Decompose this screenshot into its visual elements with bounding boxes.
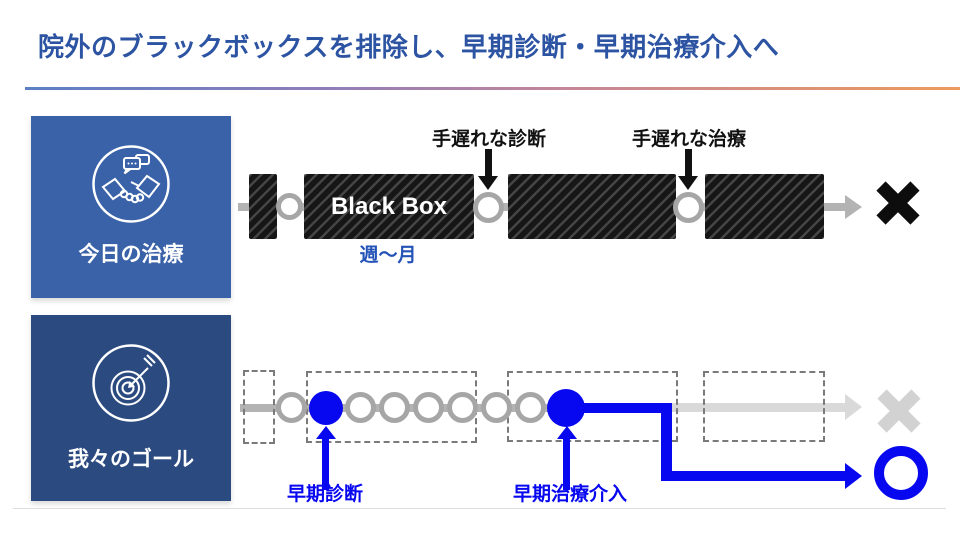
row1-blackbox-segment-1	[249, 174, 277, 239]
late-diagnosis-label: 手遅れな診断	[431, 129, 546, 150]
blue-path-horizontal-2	[661, 471, 845, 481]
late-diagnosis-arrowhead-icon	[478, 176, 498, 190]
row1-node-late-diagnosis	[473, 192, 504, 223]
late-treatment-arrow	[685, 149, 692, 177]
x-mark-gray-icon	[873, 385, 925, 442]
panel-goal-label: 我々のゴール	[68, 448, 194, 471]
row1-arrowhead-icon	[845, 195, 862, 219]
row2-timeline-faded	[670, 403, 846, 412]
early-treatment-arrow	[563, 438, 570, 490]
footer-divider	[13, 508, 946, 509]
row2-dashed-box-4	[703, 371, 825, 442]
row1-blackbox-segment-3	[508, 174, 676, 239]
row2-dashed-box-1	[243, 370, 275, 444]
row2-node	[515, 392, 546, 423]
row2-faded-arrowhead-icon	[845, 394, 862, 420]
target-icon	[91, 343, 171, 423]
blue-path-vertical	[661, 403, 672, 481]
row1-node-late-treatment	[673, 192, 704, 223]
row1-node-1	[276, 193, 303, 220]
duration-label: 週〜月	[359, 245, 417, 266]
row2-node	[345, 392, 376, 423]
panel-today-label: 今日の治療	[78, 243, 184, 266]
row2-node	[379, 392, 410, 423]
blue-path-horizontal-1	[565, 403, 672, 413]
panel-today-treatment: 今日の治療	[31, 116, 231, 298]
success-ring-icon	[874, 446, 928, 500]
handshake-icon	[91, 144, 171, 224]
early-diagnosis-arrow	[322, 438, 329, 490]
row2-node	[481, 392, 512, 423]
early-diagnosis-node	[309, 391, 343, 425]
early-diagnosis-arrowhead-icon	[316, 426, 336, 439]
late-treatment-label: 手遅れな治療	[631, 129, 746, 150]
row1-blackbox-main: Black Box	[304, 174, 474, 239]
row2-node	[447, 392, 478, 423]
x-mark-icon	[872, 177, 924, 234]
early-treatment-arrowhead-icon	[557, 426, 577, 439]
early-diagnosis-label: 早期診断	[286, 484, 363, 505]
blue-path-arrowhead-icon	[845, 463, 862, 489]
title-divider	[25, 87, 960, 90]
row1-blackbox-segment-4	[705, 174, 824, 239]
blackbox-label: Black Box	[330, 192, 448, 220]
panel-our-goal: 我々のゴール	[31, 315, 231, 501]
row2-node	[413, 392, 444, 423]
row2-node	[276, 392, 307, 423]
page-title: 院外のブラックボックスを排除し、早期診断・早期治療介入へ	[38, 32, 780, 62]
late-diagnosis-arrow	[485, 149, 492, 177]
late-treatment-arrowhead-icon	[678, 176, 698, 190]
early-treatment-label: 早期治療介入	[512, 484, 627, 505]
